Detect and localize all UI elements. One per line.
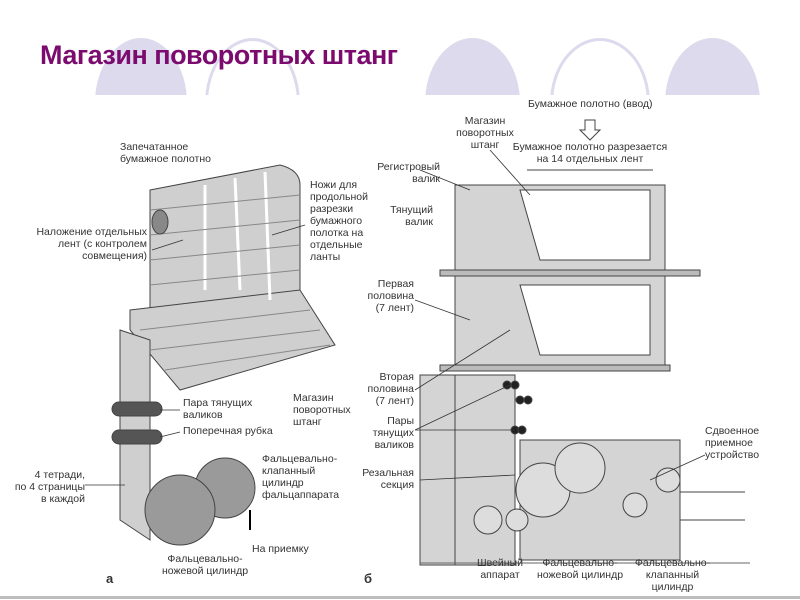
turner-stairs-lower bbox=[519, 284, 651, 356]
label-pull-rollers: Пара тянущих вaликов bbox=[183, 397, 253, 421]
label-second-half: Вторая половина (7 лент) bbox=[367, 371, 414, 407]
label-turner-bars-b: Магазин поворотных штанг bbox=[456, 115, 514, 151]
frame-lower bbox=[419, 374, 461, 566]
label-web-cut: Бумажное полотно разрезается на 14 отдел… bbox=[512, 141, 668, 165]
label-web-input: Бумажное полотно (ввод) bbox=[528, 98, 653, 110]
figure-letter-b: б bbox=[364, 571, 373, 586]
turner-stairs-upper bbox=[519, 189, 651, 261]
slide-title: Магазин поворотных штанг bbox=[40, 40, 398, 70]
label-flap-cylinder-a: Фальцевально- клапанный цилиндр фальцапп… bbox=[262, 453, 340, 501]
label-double-delivery: Сдвоенное приемное устройство bbox=[705, 425, 760, 461]
label-knives: Ножи для продольной разрезки бумажного п… bbox=[310, 179, 368, 263]
label-to-delivery: На приемку bbox=[252, 543, 309, 555]
label-knife-cylinder-a: Фальцевально- ножевой цилиндр bbox=[161, 553, 249, 577]
fold-knife-cylinder bbox=[144, 474, 216, 546]
label-register-roller: Регистровый валик bbox=[377, 161, 440, 185]
diagram-panel: Запечатанное бумажное полотно Ножи для п… bbox=[0, 95, 800, 600]
label-pull-roller: Тянущий валик bbox=[390, 204, 433, 228]
label-stitcher: Швейный аппарат bbox=[477, 557, 523, 581]
label-flap-cylinder-b: Фальцевально- клапанный цилиндр bbox=[634, 557, 711, 593]
label-pull-roller-pairs: Пары тянущих валиков bbox=[372, 415, 414, 451]
press-diagram bbox=[85, 119, 750, 566]
slide-bottom-line bbox=[0, 596, 800, 599]
flap-cylinder-b bbox=[554, 442, 606, 494]
label-knife-cylinder-b: Фальцевально- ножевой цилиндр bbox=[536, 557, 624, 581]
label-overlay: Наложение отдельных лент (с контролем со… bbox=[36, 226, 147, 262]
label-sealed-web: Запечатанное бумажное полотно bbox=[120, 141, 211, 165]
label-signatures: 4 тетради, по 4 страницы в каждой bbox=[14, 469, 85, 505]
figure-letter-a: а bbox=[106, 571, 114, 586]
cross-cut-roller bbox=[111, 429, 163, 445]
sealing-roll bbox=[151, 209, 169, 235]
label-turner-bars-a: Магазин поворотных штанг bbox=[293, 392, 351, 428]
label-first-half: Первая половина (7 лент) bbox=[367, 278, 414, 314]
pull-rollers bbox=[111, 401, 163, 417]
label-cutting-section: Резальная секция bbox=[362, 467, 414, 491]
label-cross-cut: Поперечная рубка bbox=[183, 425, 273, 437]
